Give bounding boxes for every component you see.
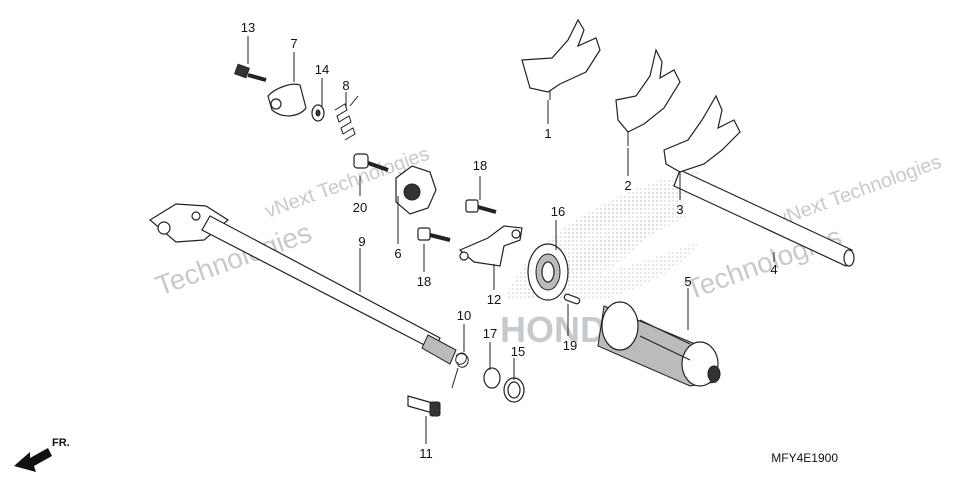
part-7-stopper-plate[interactable] — [267, 83, 307, 117]
part-17-washer[interactable] — [483, 367, 501, 389]
callout-18-bottom[interactable]: 18 — [417, 274, 431, 289]
callout-7[interactable]: 7 — [290, 36, 297, 51]
part-3-shift-fork[interactable] — [663, 94, 741, 173]
direction-label: FR. — [52, 437, 70, 449]
part-12-bearing-plate[interactable] — [458, 225, 523, 267]
part-13-bolt[interactable] — [234, 63, 267, 82]
callout-9[interactable]: 9 — [358, 234, 365, 249]
arrow-icon — [14, 448, 52, 472]
part-16-bearing[interactable] — [527, 243, 569, 301]
callout-2[interactable]: 2 — [624, 178, 631, 193]
callout-18-top[interactable]: 18 — [473, 158, 487, 173]
part-5-shift-drum[interactable] — [597, 301, 721, 387]
part-9-gearshift-spindle[interactable] — [148, 203, 457, 365]
part-14-washer[interactable] — [311, 104, 325, 122]
part-19-pin[interactable] — [563, 293, 581, 305]
part-1-shift-fork[interactable] — [521, 18, 601, 100]
callout-6[interactable]: 6 — [394, 246, 401, 261]
callout-11[interactable]: 11 — [419, 446, 433, 461]
part-4-fork-shaft[interactable] — [673, 169, 855, 267]
callout-17[interactable]: 17 — [483, 326, 497, 341]
callout-10[interactable]: 10 — [457, 308, 471, 323]
callout-20[interactable]: 20 — [353, 200, 367, 215]
diagram-code: MFY4E1900 — [771, 451, 838, 465]
part-11-pin-bolt[interactable] — [407, 395, 441, 417]
watermark-technologies-right: Technologies — [681, 221, 845, 306]
callout-labels: 13 7 14 8 20 6 9 18 18 12 16 19 5 1 2 3 … — [241, 20, 778, 461]
part-20-bolt[interactable] — [353, 153, 389, 172]
watermark-vnext-right: vNext Technologies — [774, 151, 944, 231]
part-8-spring[interactable] — [334, 95, 359, 141]
callout-13[interactable]: 13 — [241, 20, 255, 35]
callout-14[interactable]: 14 — [315, 62, 329, 77]
callout-19[interactable]: 19 — [563, 338, 577, 353]
part-15-collar[interactable] — [503, 377, 525, 403]
callout-5[interactable]: 5 — [684, 274, 691, 289]
part-18-bolt-top[interactable] — [465, 199, 497, 214]
callout-12[interactable]: 12 — [487, 292, 501, 307]
callout-4[interactable]: 4 — [770, 262, 777, 277]
part-10-spring[interactable] — [451, 352, 469, 389]
part-6-drum-center[interactable] — [395, 165, 437, 215]
callout-3[interactable]: 3 — [676, 202, 683, 217]
part-18-bolt-bottom[interactable] — [417, 227, 451, 242]
leader-lines — [247, 36, 775, 444]
callout-15[interactable]: 15 — [511, 344, 525, 359]
callout-16[interactable]: 16 — [551, 204, 565, 219]
callout-8[interactable]: 8 — [342, 78, 349, 93]
part-2-shift-fork[interactable] — [615, 48, 681, 146]
front-direction-indicator: FR. — [14, 437, 70, 472]
callout-1[interactable]: 1 — [544, 126, 551, 141]
